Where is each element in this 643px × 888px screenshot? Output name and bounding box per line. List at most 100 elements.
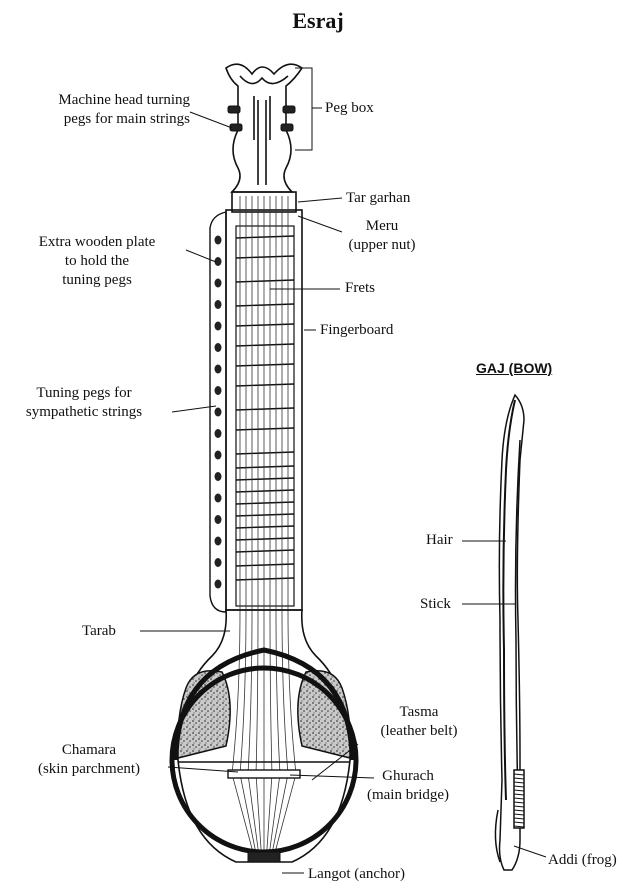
fret-20 [235,563,295,567]
tuning-peg-3 [214,278,222,288]
fret-2 [235,255,295,259]
fret-1 [235,235,295,239]
label-hair: Hair [426,532,453,548]
fret-17 [235,525,295,529]
label-chamara-line1: Chamara [61,742,117,758]
label-machine-head-line2: pegs for main strings [63,111,190,127]
label-addi: Addi (frog) [548,852,617,868]
body [169,609,359,863]
label-ghurach-line2: (main bridge) [366,787,450,803]
machine-head-pegs [227,105,296,132]
label-tuning-pegs-line1: Tuning pegs for [36,385,132,401]
fret-3 [235,279,295,283]
tuning-peg-14 [214,515,222,524]
fret-10 [235,427,295,431]
fret-7 [235,363,295,367]
label-langot: Langot (anchor) [308,866,406,882]
label-meru: Meru (upper nut) [330,217,434,255]
label-chamara-line2: (skin parchment) [37,761,141,777]
fret-14 [235,489,295,493]
bow-grip-wrap-6 [513,793,525,796]
bow-grip-wrap-11 [513,813,525,816]
label-extra-plate-line2: to hold the [64,253,130,269]
bow-grip-wrap-12 [513,817,525,820]
string-1 [231,196,255,857]
diagram-title: Esraj [292,8,344,33]
label-tuning-pegs-line2: sympathetic strings [25,404,143,420]
string-4 [255,196,262,857]
tuning-peg-5 [214,321,222,331]
fret-16 [235,513,295,517]
fret-8 [235,383,295,387]
tuning-peg-15 [214,536,222,546]
tuning-peg-7 [214,364,222,374]
label-meru-line2: (upper nut) [348,237,416,253]
fret-12 [235,465,295,469]
ghurach-bridge [227,769,301,779]
tuning-peg-8 [214,386,222,395]
tuning-peg-17 [214,579,222,589]
label-tuning-pegs: Tuning pegs for sympathetic strings [0,384,168,422]
label-machine-head-line1: Machine head turning [58,92,190,108]
frets [235,235,295,581]
fret-5 [235,323,295,327]
label-tasma-line1: Tasma [399,704,439,720]
label-peg-box: Peg box [325,100,374,116]
label-chamara: Chamara (skin parchment) [14,741,164,779]
label-extra-plate: Extra wooden plate to hold the tuning pe… [16,233,178,290]
leader-lines [140,67,547,874]
strings [231,196,297,857]
tuning-peg-10 [214,429,222,438]
bow-grip-wrap-3 [513,781,525,784]
string-6 [266,196,273,857]
fret-15 [235,501,295,505]
label-fingerboard: Fingerboard [320,322,394,338]
bow [494,393,525,871]
string-8 [271,196,289,857]
bow-grip-wrap-13 [513,821,525,824]
bow-title: GAJ (BOW) [476,360,553,376]
fret-4 [235,303,295,307]
tuning-peg-4 [214,300,222,309]
bow-grip-wrap-14 [513,825,525,828]
bow-grip-wrap-1 [513,773,525,776]
label-stick: Stick [420,596,451,612]
bow-grip-wrap-10 [513,809,525,812]
label-tasma: Tasma (leather belt) [364,703,474,741]
bow-grip-wrap-8 [513,801,525,804]
bow-grip-wrap-5 [513,789,525,792]
tuning-peg-12 [214,472,222,481]
bow-grip-wrap-7 [513,797,525,800]
label-frets: Frets [345,280,375,296]
tuning-peg-1 [214,235,222,245]
string-2 [239,196,257,857]
bow-grip-wrap-4 [513,785,525,788]
tuning-peg-13 [214,493,222,503]
label-ghurach-line1: Ghurach [382,768,434,784]
label-extra-plate-line3: tuning pegs [62,272,132,288]
fret-19 [235,549,295,553]
bow-grip-wrap-9 [513,805,525,808]
langot-anchor [247,851,281,863]
tuning-peg-11 [214,450,222,460]
string-7 [268,196,281,857]
label-tarab: Tarab [82,623,116,639]
fret-9 [235,407,295,411]
tuning-peg-6 [214,343,222,352]
fret-6 [235,343,295,347]
tuning-peg-2 [214,257,222,266]
string-9 [273,196,297,857]
fret-18 [235,537,295,541]
fret-13 [235,477,295,481]
sympathetic-tuning-pegs [214,235,222,589]
label-extra-plate-line1: Extra wooden plate [38,234,156,250]
string-3 [247,196,260,857]
peg-box [225,63,304,193]
label-ghurach: Ghurach (main bridge) [350,767,466,805]
label-tasma-line2: (leather belt) [380,723,458,739]
label-machine-head: Machine head turning pegs for main strin… [6,91,190,129]
tuning-peg-9 [214,407,222,417]
label-meru-line1: Meru [365,218,399,234]
